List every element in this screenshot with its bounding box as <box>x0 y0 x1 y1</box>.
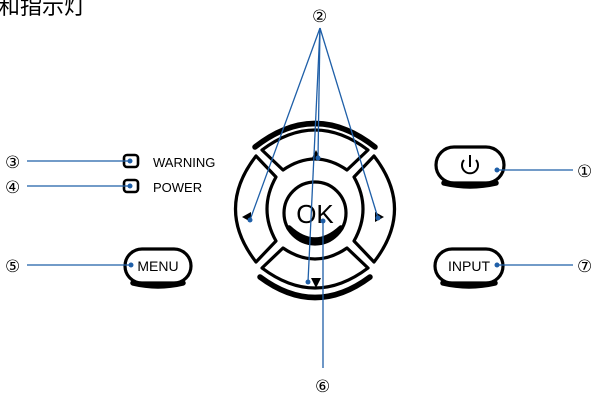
power-icon <box>461 155 479 175</box>
callout-6: ⑥ <box>315 377 330 396</box>
direction-pad: OK <box>229 120 397 301</box>
input-label: INPUT <box>448 258 490 274</box>
callout-1: ① <box>577 162 592 182</box>
leader-lines <box>27 27 573 368</box>
callout-2: ② <box>312 7 327 27</box>
ok-button[interactable]: OK <box>282 180 348 246</box>
callout-7: ⑦ <box>577 257 592 277</box>
warning-indicator: WARNING <box>122 153 215 170</box>
down-button[interactable] <box>257 246 373 301</box>
menu-button[interactable]: MENU <box>123 247 193 289</box>
heading-text: 和指示灯 <box>0 0 86 19</box>
input-button[interactable]: INPUT <box>433 247 505 289</box>
callout-5: ⑤ <box>5 257 20 277</box>
power-label: POWER <box>153 180 202 195</box>
power-indicator: POWER <box>122 178 202 195</box>
ok-label: OK <box>296 199 334 229</box>
right-button[interactable] <box>352 154 397 264</box>
down-arrow-icon <box>311 278 321 288</box>
warning-label: WARNING <box>153 155 215 170</box>
callout-4: ④ <box>5 178 20 198</box>
menu-label: MENU <box>137 258 178 274</box>
callout-3: ③ <box>5 153 20 173</box>
power-button[interactable] <box>434 145 506 189</box>
left-button[interactable] <box>229 150 278 268</box>
